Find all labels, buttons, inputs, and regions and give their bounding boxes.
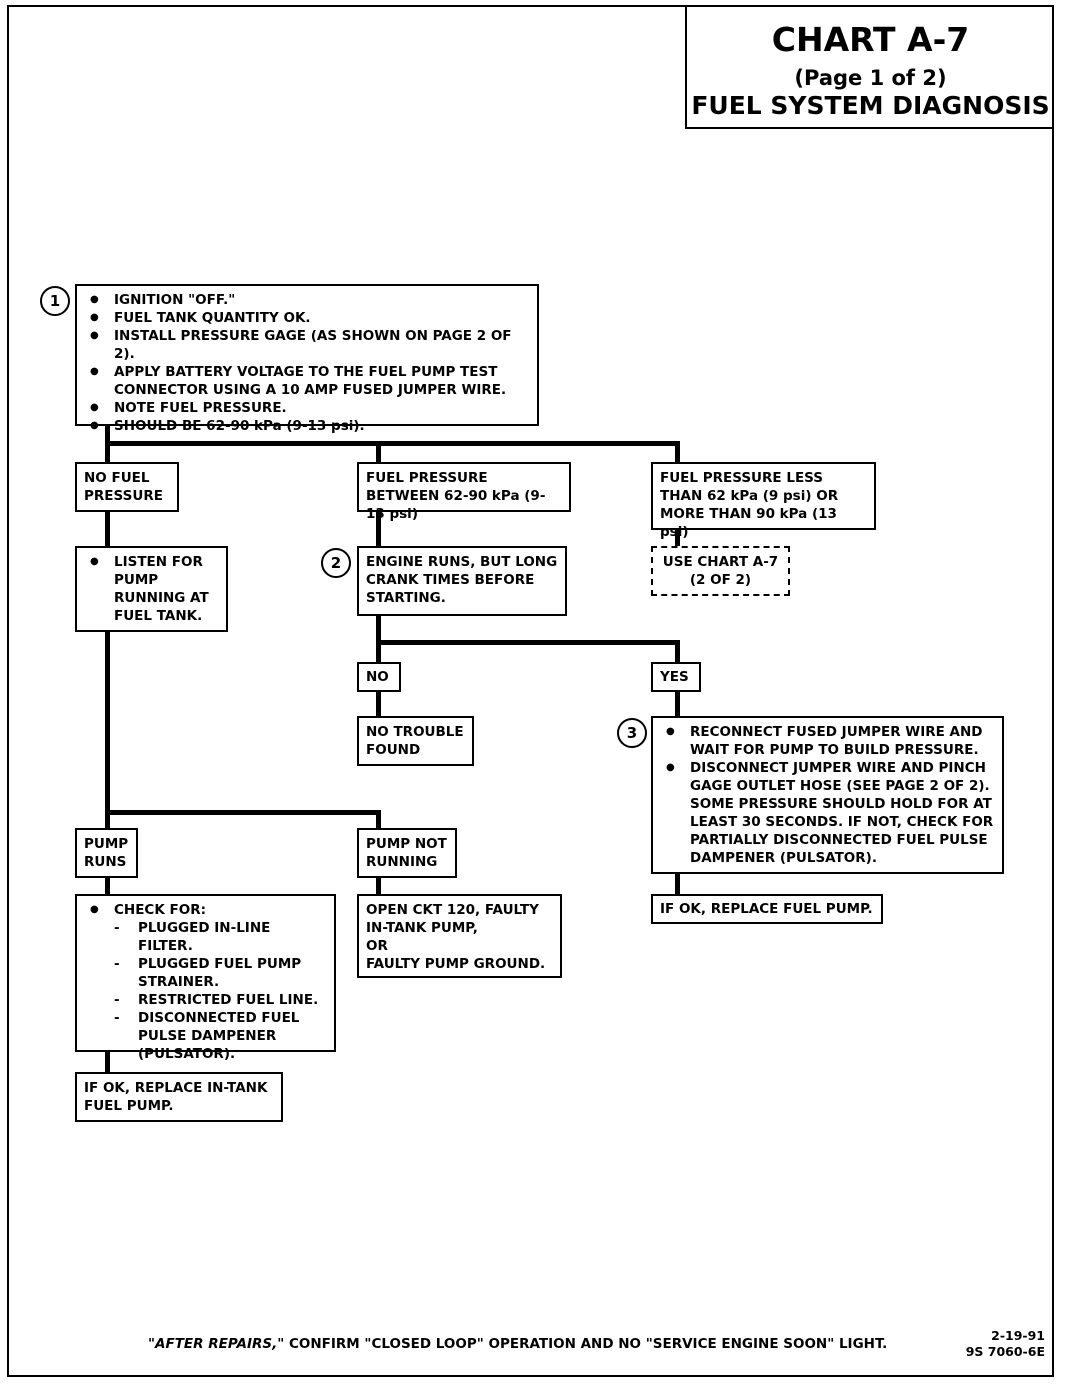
list-item: DISCONNECT JUMPER WIRE AND PINCH GAGE OU… (666, 759, 995, 867)
list-item: DISCONNECTED FUEL PULSE DAMPENER (PULSAT… (90, 1009, 327, 1063)
connector (675, 690, 680, 718)
document-code: 2-19-91 9S 7060-6E (955, 1328, 1045, 1360)
replace-in-tank-pump-box: IF OK, REPLACE IN-TANK FUEL PUMP. (75, 1072, 283, 1122)
connector (675, 528, 680, 548)
no-trouble-box: NO TROUBLE FOUND (357, 716, 474, 766)
list-item: CHECK FOR: (90, 901, 327, 919)
connector (376, 441, 381, 464)
use-chart-box: USE CHART A-7 (2 OF 2) (651, 546, 790, 596)
step-3-marker: 3 (617, 718, 647, 748)
connector (376, 690, 381, 718)
connector (675, 640, 680, 664)
list-item: RECONNECT FUSED JUMPER WIRE AND WAIT FOR… (666, 723, 995, 759)
connector (105, 876, 110, 896)
reconnect-jumper-box: RECONNECT FUSED JUMPER WIRE AND WAIT FOR… (651, 716, 1004, 874)
connector (675, 872, 680, 896)
connector (105, 510, 110, 548)
step-1-marker: 1 (40, 286, 70, 316)
yes-label-box: YES (651, 662, 701, 692)
replace-fuel-pump-box: IF OK, REPLACE FUEL PUMP. (651, 894, 883, 924)
open-ckt-line: FAULTY PUMP GROUND. (366, 956, 546, 972)
chart-number: CHART A-7 (771, 20, 970, 59)
page-indicator: (Page 1 of 2) (794, 66, 947, 90)
connector (376, 510, 381, 548)
list-item: FUEL TANK QUANTITY OK. (90, 309, 530, 327)
connector (376, 640, 680, 645)
open-ckt-line: OPEN CKT 120, FAULTY IN-TANK PUMP, (366, 902, 539, 936)
list-item: RESTRICTED FUEL LINE. (90, 991, 327, 1009)
no-fuel-pressure-box: NO FUEL PRESSURE (75, 462, 179, 512)
connector (376, 810, 381, 830)
initial-check-box: IGNITION "OFF." FUEL TANK QUANTITY OK. I… (75, 284, 539, 435)
no-label-box: NO (357, 662, 401, 692)
connector (376, 876, 381, 896)
list-item: APPLY BATTERY VOLTAGE TO THE FUEL PUMP T… (90, 363, 530, 399)
open-circuit-box: OPEN CKT 120, FAULTY IN-TANK PUMP, OR FA… (357, 894, 562, 978)
connector (376, 614, 381, 664)
connector (675, 441, 680, 464)
chart-title: FUEL SYSTEM DIAGNOSIS (691, 91, 1050, 120)
pressure-between-box: FUEL PRESSURE BETWEEN 62-90 kPa (9-13 ps… (357, 462, 571, 522)
connector (105, 630, 110, 830)
title-block: CHART A-7 (Page 1 of 2) FUEL SYSTEM DIAG… (685, 5, 1054, 129)
list-item: INSTALL PRESSURE GAGE (AS SHOWN ON PAGE … (90, 327, 530, 363)
pump-not-running-box: PUMP NOT RUNNING (357, 828, 457, 878)
pump-runs-box: PUMP RUNS (75, 828, 138, 878)
list-item: PLUGGED FUEL PUMP STRAINER. (90, 955, 327, 991)
list-item: NOTE FUEL PRESSURE. (90, 399, 530, 417)
check-for-box: CHECK FOR: PLUGGED IN-LINE FILTER. PLUGG… (75, 894, 336, 1062)
list-item: PLUGGED IN-LINE FILTER. (90, 919, 327, 955)
footer-note: "AFTER REPAIRS," CONFIRM "CLOSED LOOP" O… (148, 1336, 887, 1352)
engine-runs-box: ENGINE RUNS, BUT LONG CRANK TIMES BEFORE… (357, 546, 567, 616)
document-date: 2-19-91 (991, 1328, 1045, 1343)
list-item: IGNITION "OFF." (90, 291, 530, 309)
list-item: SHOULD BE 62-90 kPa (9-13 psi). (90, 417, 530, 435)
step-2-marker: 2 (321, 548, 351, 578)
list-item: LISTEN FOR PUMP RUNNING AT FUEL TANK. (90, 553, 219, 625)
pressure-out-of-range-box: FUEL PRESSURE LESS THAN 62 kPa (9 psi) O… (651, 462, 876, 540)
open-ckt-or: OR (366, 938, 388, 954)
document-number: 9S 7060-6E (965, 1344, 1045, 1359)
after-repairs-text: "AFTER REPAIRS," (148, 1336, 285, 1352)
footer-rest-text: CONFIRM "CLOSED LOOP" OPERATION AND NO "… (284, 1336, 888, 1352)
listen-for-pump-box: LISTEN FOR PUMP RUNNING AT FUEL TANK. (75, 546, 228, 632)
connector (105, 441, 679, 446)
connector (105, 810, 381, 815)
page-frame (7, 5, 1054, 1377)
